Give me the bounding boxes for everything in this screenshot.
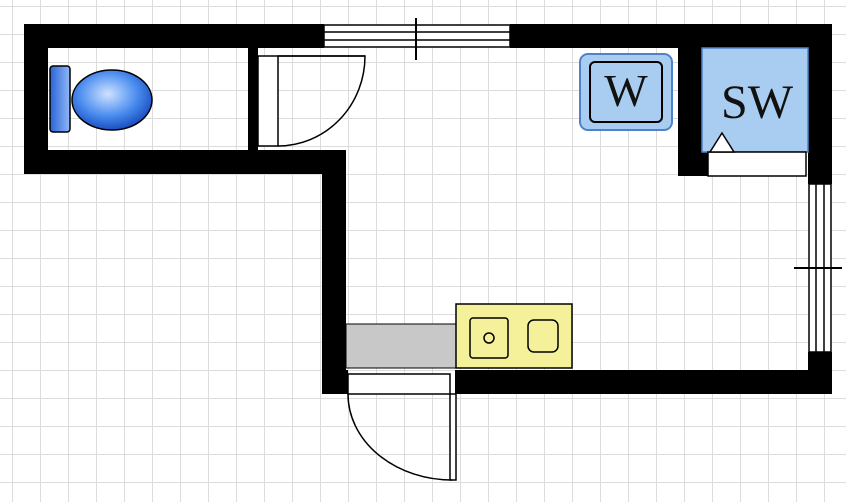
wall-right-lower [808, 352, 832, 394]
sink-basin [469, 317, 509, 359]
window-right [794, 183, 842, 353]
stove-burner [527, 319, 559, 353]
washer-fixture: W [579, 53, 673, 131]
washer-label: W [604, 65, 648, 116]
wall-bottom-stub [322, 370, 348, 394]
shower-fixture: SW [701, 47, 809, 177]
walls [24, 24, 832, 394]
counter-gray [345, 323, 457, 369]
toilet-door [257, 55, 366, 147]
toilet-fixture [49, 65, 153, 133]
wall-bottom [455, 370, 832, 394]
window-top [323, 18, 511, 60]
wall-top-right [510, 24, 832, 48]
wall-room-left [322, 150, 346, 394]
wall-right-upper [808, 24, 832, 184]
toilet-bowl [71, 69, 153, 131]
shower-label: SW [721, 76, 794, 129]
wall-toilet-partition [248, 24, 258, 174]
shower-door-marker [708, 131, 736, 153]
entrance-door [347, 373, 457, 481]
sink-drain [483, 332, 495, 344]
wall-shower-bottom [678, 152, 708, 176]
toilet-tank [49, 65, 71, 133]
wall-toilet-bottom [24, 150, 344, 174]
wall-left [24, 24, 48, 174]
wall-top-left [24, 24, 324, 48]
wall-shower-left [678, 24, 702, 176]
kitchen-counter [345, 303, 573, 369]
